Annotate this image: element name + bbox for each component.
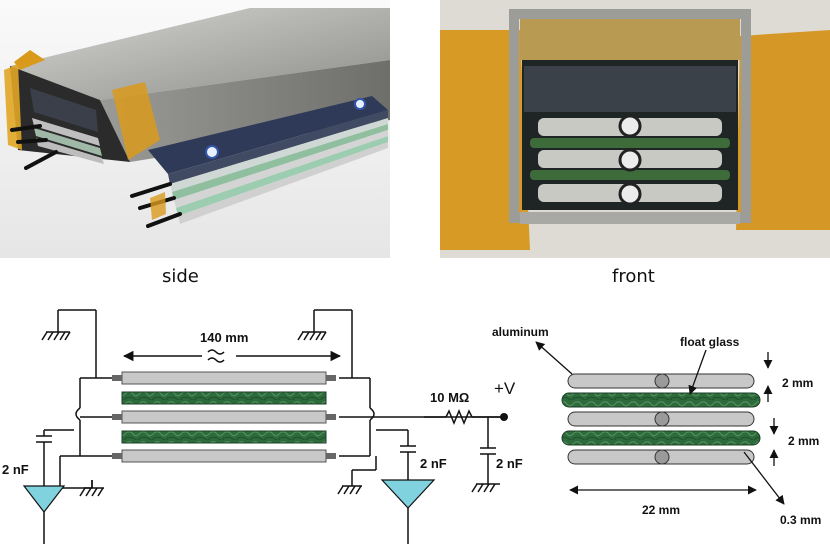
width-label: 22 mm (642, 503, 680, 517)
preamp-left (22, 485, 66, 513)
electrode-bottom (121, 449, 327, 463)
cross-section (561, 373, 761, 465)
cap-right-label: 2 nF (496, 456, 523, 471)
cap-left-label: 2 nF (2, 462, 29, 477)
electrode-middle (121, 410, 327, 424)
voltage-label: +V (494, 379, 516, 398)
thickness-label: 0.3 mm (780, 513, 821, 527)
glass-plate-2 (121, 430, 327, 444)
side-photo (0, 0, 390, 258)
length-label: 140 mm (200, 330, 248, 345)
resistor-label: 10 MΩ (430, 390, 469, 405)
front-caption: front (612, 266, 655, 287)
preamp-right (380, 479, 436, 509)
front-photo (440, 0, 830, 258)
cap-mid-label: 2 nF (420, 456, 447, 471)
glass-plate-1 (121, 391, 327, 405)
electrode-top (121, 371, 327, 385)
side-caption: side (162, 266, 199, 287)
float-glass-label: float glass (680, 335, 740, 349)
rpc-schematic: 140 mm 10 MΩ +V 2 nF 2 nF 2 nF aluminum … (2, 309, 821, 544)
aluminum-label: aluminum (492, 325, 549, 339)
gap-top-label: 2 mm (782, 376, 813, 390)
gap-bottom-label: 2 mm (788, 434, 819, 448)
